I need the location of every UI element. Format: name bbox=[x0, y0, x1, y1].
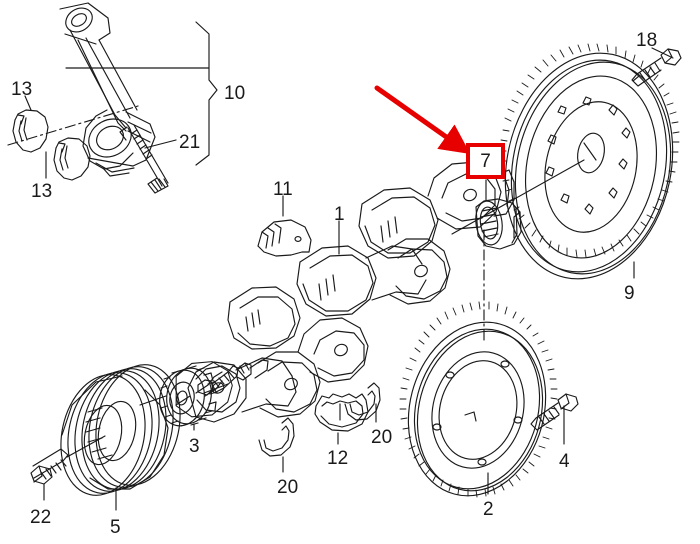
crankshaft-pulley-part bbox=[60, 364, 181, 496]
thrust-bearing-part bbox=[314, 393, 369, 432]
callout-10: 10 bbox=[224, 83, 246, 104]
callout-22: 22 bbox=[30, 507, 52, 528]
flex-plate-part bbox=[399, 301, 558, 498]
leader-13-upper bbox=[24, 95, 32, 111]
callout-20-left: 20 bbox=[277, 477, 299, 498]
callout-18: 18 bbox=[636, 30, 658, 51]
needle-pilot-bearing-part bbox=[475, 198, 522, 250]
highlight-box-part-7[interactable]: 7 bbox=[466, 143, 505, 179]
callout-3: 3 bbox=[189, 436, 200, 457]
timing-sprocket-part bbox=[139, 365, 229, 427]
bracket-10 bbox=[195, 21, 218, 166]
pulley-bolt-part bbox=[30, 435, 106, 485]
callout-5: 5 bbox=[110, 517, 121, 538]
main-bearing-shell-part bbox=[257, 219, 312, 257]
leader-18 bbox=[651, 47, 674, 59]
callout-9: 9 bbox=[624, 283, 635, 304]
callout-13-upper: 13 bbox=[11, 79, 33, 100]
highlight-arrow bbox=[374, 85, 471, 154]
connecting-rod-part bbox=[59, 2, 156, 177]
rod-bearing-shell-upper bbox=[12, 109, 49, 153]
flywheel-part bbox=[499, 43, 680, 280]
assembly-axis-line bbox=[451, 159, 585, 235]
thrust-washer-left bbox=[258, 417, 295, 457]
callout-20-right: 20 bbox=[371, 427, 393, 448]
callout-21: 21 bbox=[179, 132, 201, 153]
callout-11: 11 bbox=[273, 179, 293, 200]
callout-12: 12 bbox=[327, 448, 349, 469]
connecting-rod-bolt-part bbox=[119, 124, 169, 194]
leader-13-lower-bracket bbox=[49, 178, 72, 200]
callout-4: 4 bbox=[559, 451, 570, 472]
leader-21 bbox=[144, 139, 177, 149]
highlight-box-label: 7 bbox=[480, 150, 491, 172]
callout-13-lower: 13 bbox=[31, 181, 53, 202]
callout-2: 2 bbox=[483, 499, 494, 520]
crankshaft-part bbox=[175, 161, 515, 423]
rod-axis-line bbox=[7, 105, 139, 146]
callout-1: 1 bbox=[334, 204, 345, 225]
rod-bearing-shell-lower bbox=[53, 137, 91, 181]
